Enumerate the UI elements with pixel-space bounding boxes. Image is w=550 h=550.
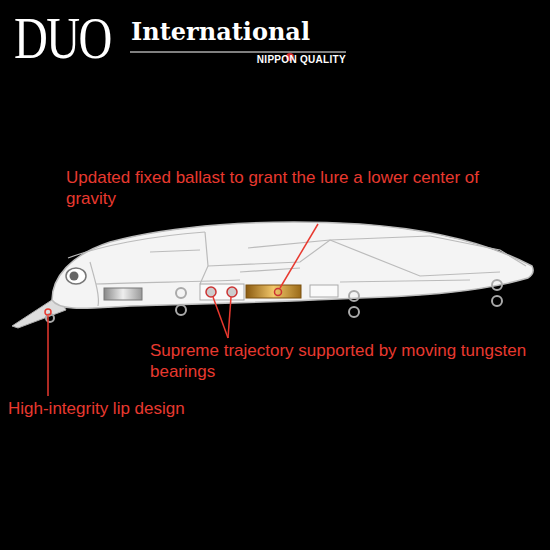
front-weight <box>104 288 142 300</box>
logo-rule <box>130 52 346 53</box>
tungsten-ball <box>206 287 216 297</box>
bearing-chamber <box>200 284 244 300</box>
lure-body <box>52 222 533 308</box>
pupil <box>70 272 79 281</box>
tungsten-ball <box>227 287 237 297</box>
ballast-marker <box>275 289 282 296</box>
brand-tagline: NIPPON QUALITY <box>257 55 346 65</box>
hook-eyes <box>46 280 502 322</box>
eye <box>66 268 86 284</box>
callout-text: Supreme trajectory supported by moving t… <box>150 341 545 382</box>
fixed-ballast <box>246 285 301 298</box>
brand-name: International <box>131 20 310 44</box>
gill-line <box>90 262 98 306</box>
brand-logo: DUO <box>14 8 111 68</box>
lip-marker <box>45 309 51 315</box>
callout-text: High-integrity lip design <box>8 399 308 420</box>
callout-text: Updated fixed ballast to grant the lure … <box>66 168 506 209</box>
chamber <box>310 285 338 297</box>
